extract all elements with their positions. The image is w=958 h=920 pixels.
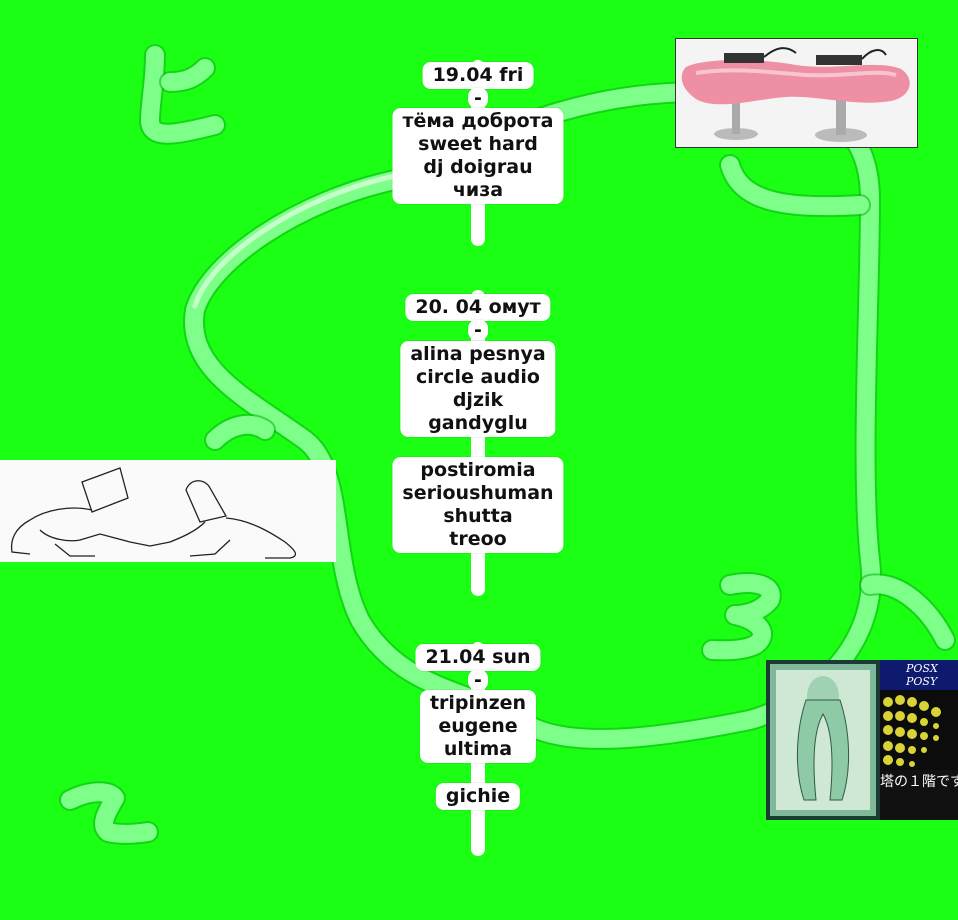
game-caption: 塔の１階です。 xyxy=(880,774,958,790)
event-2-artists: alina pesnya circle audio djzik gandyglu xyxy=(400,341,556,437)
artist: eugene xyxy=(438,715,518,737)
artist: tripinzen xyxy=(429,692,527,714)
event-1-separator: - xyxy=(468,88,488,108)
event-2-separator: - xyxy=(468,320,488,340)
pos-readout: POSX POSY xyxy=(880,660,958,690)
glyph-top-left xyxy=(139,44,226,145)
artist: ultima xyxy=(443,738,513,760)
figures-icon xyxy=(0,460,336,562)
glyph-two xyxy=(59,781,159,845)
event-3-artists: tripinzen eugene ultima xyxy=(419,690,537,763)
artist: postiromia xyxy=(420,459,536,481)
glyph-three xyxy=(701,572,782,662)
artist: treoo xyxy=(449,528,507,550)
artist: gandyglu xyxy=(428,412,528,434)
event-2-header: 20. 04 омут xyxy=(405,294,551,321)
event-1-header: 19.04 fri xyxy=(422,62,534,89)
artist: djzik xyxy=(452,389,504,411)
event-3-extra: gichie xyxy=(435,783,521,810)
artist: чиза xyxy=(452,179,504,201)
artist: alina pesnya xyxy=(410,343,546,365)
artist: shutta xyxy=(443,505,513,527)
pixel-girl-icon xyxy=(766,660,958,820)
pink-dj-turntable-image xyxy=(675,38,918,148)
event-3-separator: - xyxy=(468,670,488,690)
event-1-artists: тёма доброта sweet hard dj doigrau чиза xyxy=(392,108,564,204)
artist: serioushuman xyxy=(402,482,554,504)
event-3-header: 21.04 sun xyxy=(415,644,541,671)
artist: circle audio xyxy=(416,366,540,388)
cone-head-figures-drawing xyxy=(0,460,336,562)
turntable-icon xyxy=(676,39,917,147)
artist: sweet hard xyxy=(418,133,538,155)
pixel-art-girl-image: POSX POSY 塔の１階です。 xyxy=(766,660,958,820)
event-2-artists-second: postiromia serioushuman shutta treoo xyxy=(392,457,564,553)
artist: dj doigrau xyxy=(423,156,533,178)
tube-loop xyxy=(183,81,956,750)
artist: тёма доброта xyxy=(402,110,554,132)
